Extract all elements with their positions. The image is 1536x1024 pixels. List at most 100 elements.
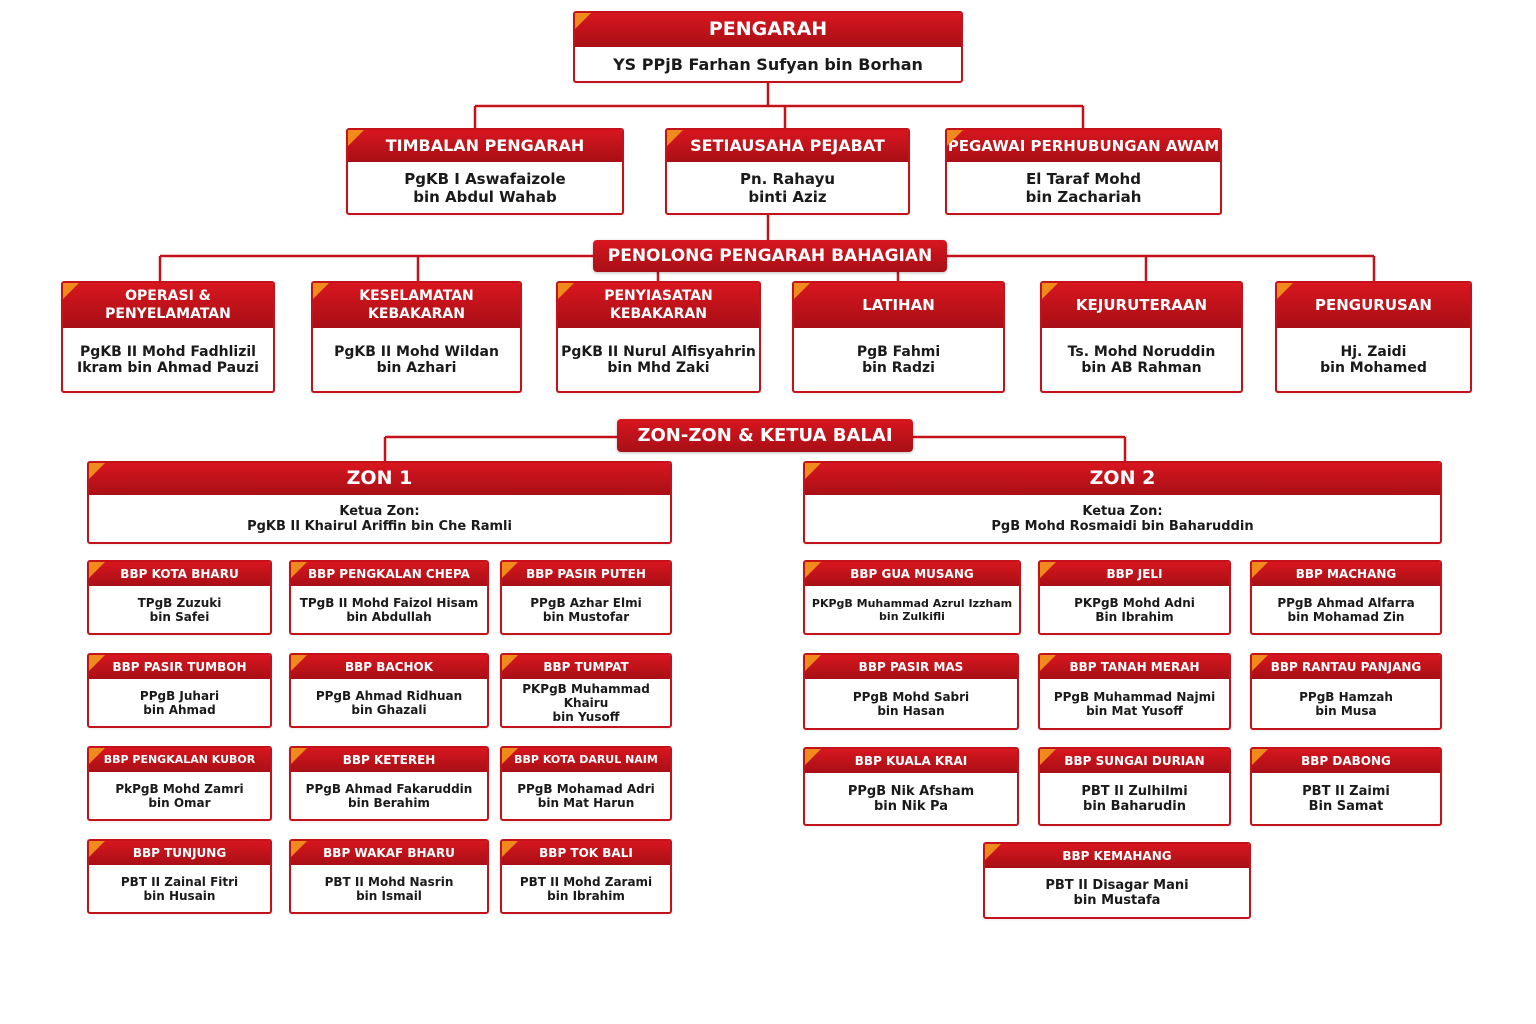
station-box: BBP KETEREH PPgB Ahmad Fakaruddin bin Be… <box>289 746 489 821</box>
station-officer: PKPgB Mohd Adni Bin Ibrahim <box>1040 586 1229 633</box>
officer-line: Bin Samat <box>1308 798 1384 814</box>
division-name: PgKB II Mohd Fadhlizil Ikram bin Ahmad P… <box>63 328 273 391</box>
division-box: KEJURUTERAAN Ts. Mohd Noruddin bin AB Ra… <box>1040 281 1243 393</box>
title-line: KESELAMATAN <box>359 288 474 304</box>
officer-line: PKPgB Muhammad Azrul Izzham <box>811 596 1013 610</box>
officer-line: PPgB Ahmad Alfarra <box>1277 595 1415 610</box>
station-box: BBP TOK BALI PBT II Mohd Zarami bin Ibra… <box>500 839 672 914</box>
station-officer: TPgB Zuzuki bin Safei <box>89 586 270 633</box>
division-box: KESELAMATAN KEBAKARAN PgKB II Mohd Wilda… <box>311 281 522 393</box>
name-line: bin Radzi <box>862 359 935 376</box>
station-title: BBP SUNGAI DURIAN <box>1040 749 1229 773</box>
officer-line: bin Berahim <box>348 795 430 810</box>
officer-line: PBT II Zainal Fitri <box>120 874 239 889</box>
division-name: Ts. Mohd Noruddin bin AB Rahman <box>1042 328 1241 391</box>
zone-chief: Ketua Zon: PgB Mohd Rosmaidi bin Baharud… <box>805 495 1440 542</box>
officer-line: bin Musa <box>1315 703 1377 718</box>
station-box: BBP PASIR PUTEH PPgB Azhar Elmi bin Must… <box>500 560 672 635</box>
station-title: BBP JELI <box>1040 562 1229 586</box>
station-box: BBP RANTAU PANJANG PPgB Hamzah bin Musa <box>1250 653 1442 730</box>
station-title: BBP WAKAF BHARU <box>291 841 487 865</box>
division-title: PENGURUSAN <box>1277 283 1470 328</box>
title-line: PENYIASATAN <box>604 288 713 304</box>
station-officer: PPgB Mohamad Adri bin Mat Harun <box>502 772 670 819</box>
zone-chief-label: Ketua Zon: <box>1082 503 1163 519</box>
station-title: BBP TUNJUNG <box>89 841 270 865</box>
zone-title: ZON 1 <box>89 463 670 495</box>
title-line: KEJURUTERAAN <box>1075 296 1208 315</box>
officer-line: PPgB Ahmad Ridhuan <box>315 688 463 703</box>
name-line: El Taraf Mohd <box>1026 169 1141 188</box>
name-line: Ts. Mohd Noruddin <box>1067 343 1216 360</box>
division-name: PgB Fahmi bin Radzi <box>794 328 1003 391</box>
station-title: BBP GUA MUSANG <box>805 562 1019 586</box>
officer-line: Bin Ibrahim <box>1095 609 1174 624</box>
officer-line: bin Mustafa <box>1073 892 1161 908</box>
station-box: BBP TUNJUNG PBT II Zainal Fitri bin Husa… <box>87 839 272 914</box>
station-officer: PPgB Ahmad Alfarra bin Mohamad Zin <box>1252 586 1440 633</box>
station-title: BBP BACHOK <box>291 655 487 679</box>
station-title: BBP PENGKALAN KUBOR <box>89 748 270 772</box>
officer-line: PBT II Zaimi <box>1302 783 1390 799</box>
station-box: BBP GUA MUSANG PKPgB Muhammad Azrul Izzh… <box>803 560 1021 635</box>
station-officer: TPgB II Mohd Faizol Hisam bin Abdullah <box>291 586 487 633</box>
title-line: PENGURUSAN <box>1315 296 1432 315</box>
station-box: BBP TANAH MERAH PPgB Muhammad Najmi bin … <box>1038 653 1231 730</box>
officer-line: bin Mat Harun <box>537 795 635 810</box>
officer-line: PPgB Mohamad Adri <box>517 781 655 796</box>
zone-chief-label: Ketua Zon: <box>339 503 420 519</box>
division-title: KEJURUTERAAN <box>1042 283 1241 328</box>
officer-line: bin Omar <box>148 795 211 810</box>
station-title: BBP KEMAHANG <box>985 844 1249 868</box>
officer-line: bin Mat Yusoff <box>1086 703 1183 718</box>
station-box: BBP BACHOK PPgB Ahmad Ridhuan bin Ghazal… <box>289 653 489 728</box>
name-line: bin Mohamed <box>1320 359 1427 376</box>
officer-line: bin Husain <box>143 888 216 903</box>
name-line: Hj. Zaidi <box>1340 343 1407 360</box>
name-line: Ikram bin Ahmad Pauzi <box>77 359 259 376</box>
station-title: BBP PASIR PUTEH <box>502 562 670 586</box>
officer-line: bin Ahmad <box>143 702 216 717</box>
station-officer: PPgB Mohd Sabri bin Hasan <box>805 679 1017 728</box>
station-box: BBP TUMPAT PKPgB Muhammad Khairu bin Yus… <box>500 653 672 728</box>
station-title: BBP KOTA BHARU <box>89 562 270 586</box>
title-line: OPERASI & <box>125 288 211 304</box>
title-line: KEBAKARAN <box>610 305 707 322</box>
station-title: BBP KUALA KRAI <box>805 749 1017 773</box>
officer-line: PBT II Disagar Mani <box>1045 877 1189 893</box>
officer-line: PPgB Mohd Sabri <box>852 689 970 704</box>
zone-chief: Ketua Zon: PgKB II Khairul Ariffin bin C… <box>89 495 670 542</box>
division-box: OPERASI & PENYELAMATAN PgKB II Mohd Fadh… <box>61 281 275 393</box>
division-box: LATIHAN PgB Fahmi bin Radzi <box>792 281 1005 393</box>
station-box: BBP WAKAF BHARU PBT II Mohd Nasrin bin I… <box>289 839 489 914</box>
title-line: LATIHAN <box>862 296 935 315</box>
division-name: Hj. Zaidi bin Mohamed <box>1277 328 1470 391</box>
deputy-box: PEGAWAI PERHUBUNGAN AWAM El Taraf Mohd b… <box>945 128 1222 215</box>
division-title: LATIHAN <box>794 283 1003 328</box>
station-title: BBP RANTAU PANJANG <box>1252 655 1440 679</box>
division-title: PENYIASATAN KEBAKARAN <box>558 283 759 328</box>
officer-line: bin Ismail <box>356 888 422 903</box>
officer-line: bin Mustofar <box>542 609 630 624</box>
officer-line: PPgB Nik Afsham <box>847 783 975 799</box>
officer-line: bin Abdullah <box>346 609 432 624</box>
station-box: BBP KUALA KRAI PPgB Nik Afsham bin Nik P… <box>803 747 1019 826</box>
station-box: BBP DABONG PBT II Zaimi Bin Samat <box>1250 747 1442 826</box>
officer-line: PBT II Mohd Nasrin <box>324 874 454 889</box>
station-title: BBP TOK BALI <box>502 841 670 865</box>
officer-line: PPgB Azhar Elmi <box>530 595 642 610</box>
deputy-title: PEGAWAI PERHUBUNGAN AWAM <box>947 130 1220 162</box>
zone-box: ZON 1 Ketua Zon: PgKB II Khairul Ariffin… <box>87 461 672 544</box>
officer-line: PKPgB Mohd Adni <box>1074 595 1195 610</box>
officer-line: PPgB Juhari <box>139 688 220 703</box>
divisions-heading: PENOLONG PENGARAH BAHAGIAN <box>593 240 947 272</box>
station-box: BBP KOTA DARUL NAIM PPgB Mohamad Adri bi… <box>500 746 672 821</box>
officer-line: TPgB Zuzuki <box>137 595 222 610</box>
name-line: PgB Fahmi <box>856 343 941 360</box>
station-title: BBP TANAH MERAH <box>1040 655 1229 679</box>
station-title: BBP MACHANG <box>1252 562 1440 586</box>
deputy-name: PgKB I Aswafaizole bin Abdul Wahab <box>348 162 622 213</box>
station-officer: PPgB Muhammad Najmi bin Mat Yusoff <box>1040 679 1229 728</box>
name-line: bin Azhari <box>376 359 457 376</box>
station-officer: PPgB Azhar Elmi bin Mustofar <box>502 586 670 633</box>
